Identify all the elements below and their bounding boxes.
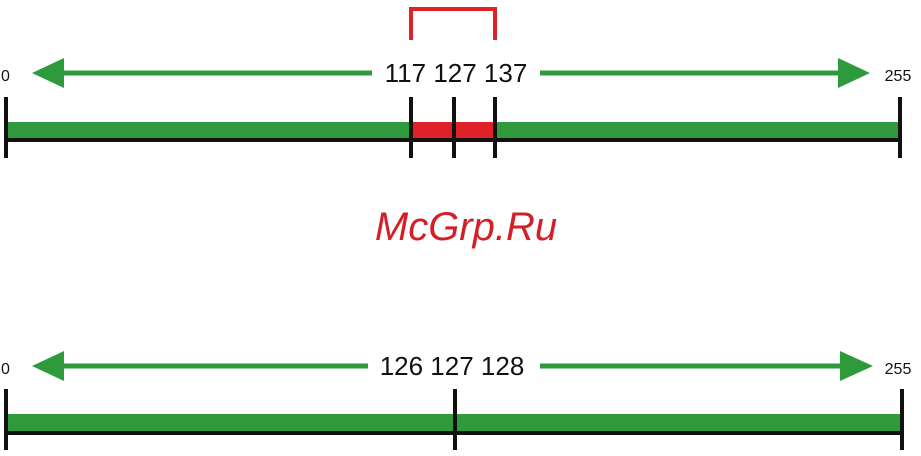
center-labels: 126 127 128 [380,351,525,381]
min-label: 0 [1,361,10,378]
scale-top: 0 255 117 127 137 [1,9,911,158]
min-label: 0 [1,68,10,85]
scale-bottom: 0 255 126 127 128 [1,351,911,450]
arrow-right-head [838,58,870,88]
max-label: 255 [885,68,912,85]
center-labels: 117 127 137 [385,58,528,88]
watermark-text: McGrp.Ru [375,205,557,249]
highlight-bracket [411,9,495,40]
max-label: 255 [885,361,912,378]
arrow-left-head [32,58,64,88]
arrow-left-head [32,351,64,381]
arrow-right-head [840,351,873,381]
